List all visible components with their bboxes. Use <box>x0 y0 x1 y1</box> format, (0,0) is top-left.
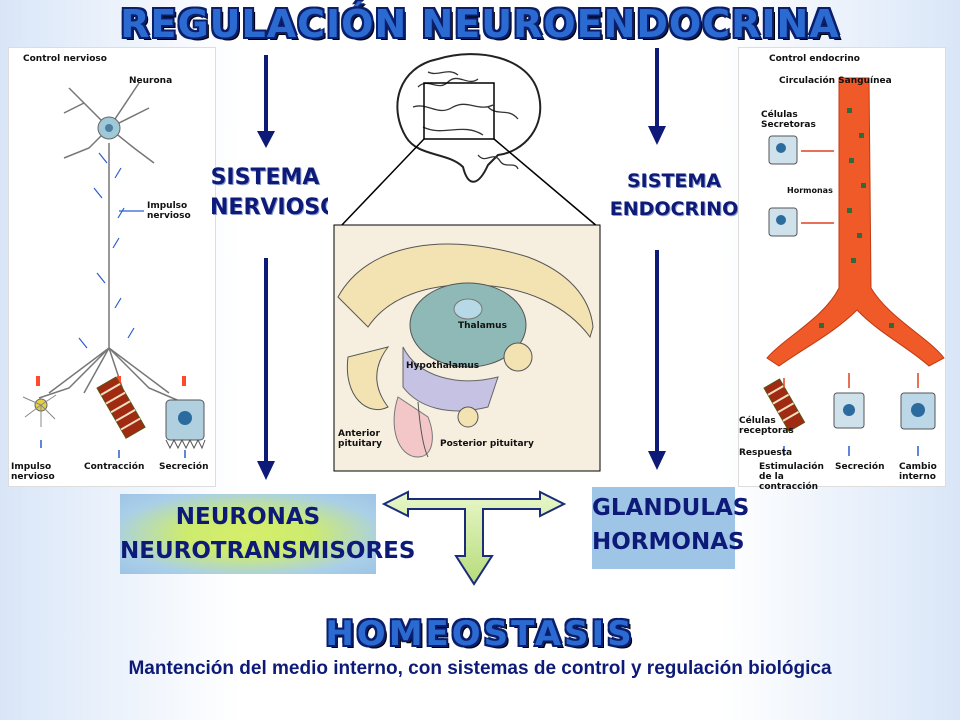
neuronas-line-2: NEUROTRANSMISORES <box>120 538 416 564</box>
sistema-endocrino-line-2: ENDOCRINO <box>609 198 739 220</box>
brain-panel: Thalamus Hypothalamus Anterior pituitary… <box>328 47 604 473</box>
sistema-endocrino-label: SISTEMA ENDOCRINO <box>604 167 744 223</box>
arrow-down-nervous-top <box>257 55 275 148</box>
brain-illustration <box>333 53 601 472</box>
sistema-nervioso-line-2: NERVIOSO <box>210 195 339 220</box>
nervous-control-header: Control nervioso <box>23 54 107 64</box>
sistema-nervioso-line-1: SISTEMA <box>210 165 320 190</box>
anterior-pituitary-label: Anterior pituitary <box>338 429 383 449</box>
arrow-down-endocrine-bottom <box>648 250 666 470</box>
output-impulse-label: Impulso nervioso <box>11 462 55 482</box>
stimulation-label: Estimulación de la contracción <box>759 462 824 492</box>
contraction-label: Contracción <box>84 462 145 472</box>
glandulas-box: GLANDULAS HORMONAS <box>592 487 750 569</box>
receptor-cells-label: Células receptoras <box>739 416 794 436</box>
neuron-illustration <box>22 82 206 458</box>
nervous-control-panel: Control nervioso Neurona Impulso nervios… <box>8 47 216 487</box>
homeostasis-heading: HOMEOSTASIS <box>325 614 635 654</box>
endocrine-secretion-label: Secreción <box>835 462 885 472</box>
hypothalamus-label: Hypothalamus <box>406 361 480 371</box>
thalamus-label: Thalamus <box>458 321 507 331</box>
secretory-cells-label: Células Secretoras <box>761 110 816 130</box>
posterior-pituitary-label: Posterior pituitary <box>440 439 534 449</box>
blood-circulation-label: Circulación Sanguínea <box>779 76 892 86</box>
glandulas-line-2: HORMONAS <box>592 529 745 555</box>
footer-caption: Mantención del medio interno, con sistem… <box>128 658 832 679</box>
endocrine-control-header: Control endocrino <box>769 54 860 64</box>
sistema-nervioso-label: SISTEMA NERVIOSO <box>210 163 339 223</box>
endocrine-control-panel: Control endocrino Circulación Sanguínea … <box>738 47 946 492</box>
sistema-endocrino-line-1: SISTEMA <box>627 170 721 192</box>
nerve-impulse-label: Impulso nervioso <box>147 201 191 221</box>
arrow-down-nervous-bottom <box>257 258 275 480</box>
convergence-arrow <box>382 490 566 586</box>
neuronas-line-1: NEURONAS <box>175 504 321 530</box>
response-label: Respuesta <box>739 448 793 458</box>
secretion-label: Secreción <box>159 462 209 472</box>
blood-vessel-illustration <box>763 77 945 456</box>
page-title: REGULACIÓN NEUROENDOCRINA <box>120 2 840 46</box>
hormones-label: Hormonas <box>787 186 833 195</box>
arrow-down-endocrine-top <box>648 48 666 145</box>
glandulas-line-1: GLANDULAS <box>592 495 750 521</box>
internal-change-label: Cambio interno <box>899 462 937 482</box>
neuronas-box: NEURONAS NEUROTRANSMISORES <box>120 494 416 574</box>
neuron-label: Neurona <box>129 76 173 86</box>
